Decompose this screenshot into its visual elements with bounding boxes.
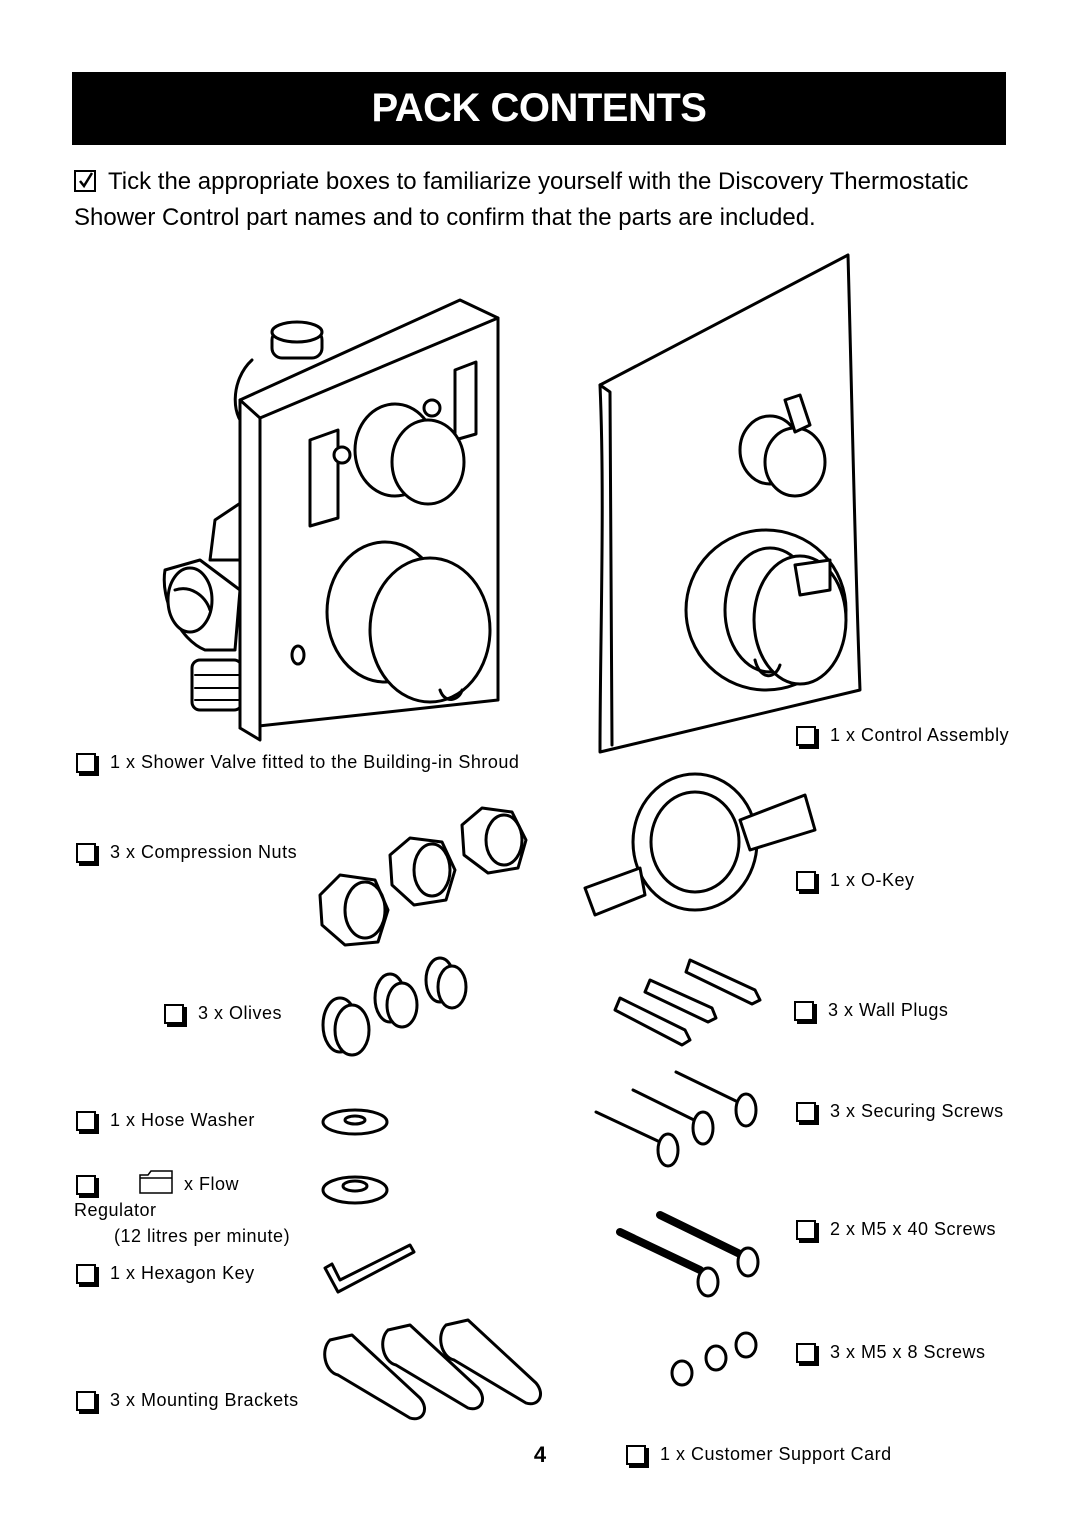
page-number: 4: [533, 1442, 547, 1467]
item-label: 3 x M5 x 8 Screws: [830, 1342, 986, 1362]
checkbox[interactable]: [794, 1000, 814, 1021]
control-assembly-illustration: [598, 253, 862, 754]
checkbox[interactable]: [796, 1219, 816, 1240]
item-mounting-brackets: 3 x Mounting Brackets: [76, 1390, 299, 1411]
item-label: 1 x Hose Washer: [110, 1110, 255, 1130]
item-label: x Flow: [184, 1174, 240, 1194]
checkbox[interactable]: [76, 1263, 96, 1284]
wall-plugs-illustration: [613, 958, 762, 1047]
item-o-key: 1 x O-Key: [796, 870, 915, 891]
item-label: 1 x Hexagon Key: [110, 1263, 255, 1283]
item-label: 3 x Mounting Brackets: [110, 1390, 299, 1410]
item-wall-plugs: 3 x Wall Plugs: [794, 1000, 948, 1021]
item-flow-regulator: x Flow: [76, 1169, 239, 1200]
checkbox[interactable]: [796, 870, 816, 891]
item-control-assembly: 1 x Control Assembly: [796, 725, 1009, 746]
item-label: 1 x Control Assembly: [830, 725, 1010, 745]
item-m5-40-screws: 2 x M5 x 40 Screws: [796, 1219, 996, 1240]
checkbox[interactable]: [76, 1110, 96, 1131]
flow-regulator-illustration: [321, 1175, 389, 1205]
olives-illustration: [321, 956, 468, 1057]
intro-paragraph: Tick the appropriate boxes to familiariz…: [74, 164, 1034, 236]
item-label: 3 x Securing Screws: [830, 1101, 1004, 1121]
hexagon-key-illustration: [323, 1243, 416, 1294]
checkbox[interactable]: [796, 725, 816, 746]
checkbox[interactable]: [796, 1342, 816, 1363]
flow-regulator-label-line3: (12 litres per minute): [114, 1226, 291, 1246]
item-m5-8-screws: 3 x M5 x 8 Screws: [796, 1342, 986, 1363]
checkbox[interactable]: [76, 1174, 96, 1195]
item-label: 1 x Shower Valve fitted to the Building-…: [110, 752, 520, 772]
item-label: 3 x Wall Plugs: [828, 1000, 949, 1020]
checkbox[interactable]: [626, 1444, 646, 1465]
item-hose-washer: 1 x Hose Washer: [76, 1110, 255, 1131]
folder-icon: [138, 1169, 174, 1200]
item-label: 3 x Olives: [198, 1003, 283, 1023]
securing-screws-illustration: [594, 1070, 758, 1168]
o-key-illustration: [583, 772, 817, 917]
checked-box-icon: [74, 170, 96, 192]
item-label: 1 x O-Key: [830, 870, 915, 890]
checkbox[interactable]: [76, 1390, 96, 1411]
shower-valve-illustration: [162, 298, 500, 742]
item-customer-support-card: 1 x Customer Support Card: [626, 1444, 892, 1465]
intro-text: Tick the appropriate boxes to familiariz…: [74, 168, 969, 231]
checkbox[interactable]: [796, 1101, 816, 1122]
mounting-brackets-illustration: [323, 1318, 542, 1421]
item-label: 3 x Compression Nuts: [110, 842, 298, 862]
item-securing-screws: 3 x Securing Screws: [796, 1101, 1004, 1122]
page-title: PACK CONTENTS: [371, 86, 707, 130]
item-shower-valve: 1 x Shower Valve fitted to the Building-…: [76, 752, 519, 773]
m5-8-screws-illustration: [670, 1331, 758, 1387]
checkbox[interactable]: [164, 1003, 184, 1024]
item-label: 1 x Customer Support Card: [660, 1444, 892, 1464]
item-compression-nuts: 3 x Compression Nuts: [76, 842, 297, 863]
compression-nuts-illustration: [318, 806, 528, 947]
title-bar: PACK CONTENTS: [72, 72, 1006, 145]
checkbox[interactable]: [76, 752, 96, 773]
m5-40-screws-illustration: [616, 1211, 760, 1298]
item-label: 2 x M5 x 40 Screws: [830, 1219, 997, 1239]
item-hexagon-key: 1 x Hexagon Key: [76, 1263, 255, 1284]
checkbox[interactable]: [76, 842, 96, 863]
flow-regulator-label-line2: Regulator: [74, 1200, 157, 1220]
item-olives: 3 x Olives: [164, 1003, 282, 1024]
hose-washer-illustration: [321, 1108, 389, 1136]
